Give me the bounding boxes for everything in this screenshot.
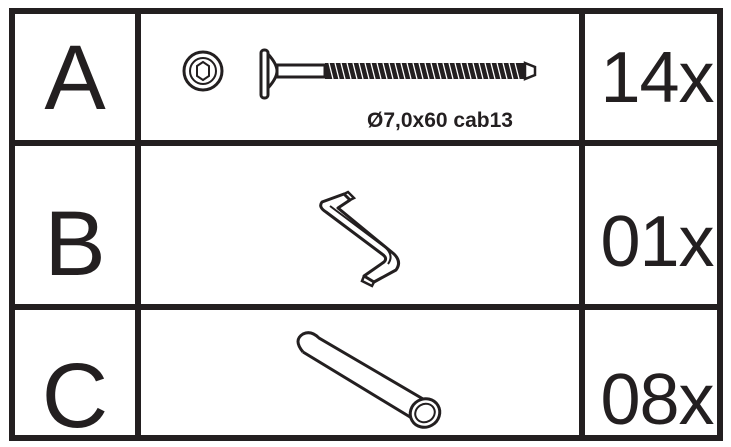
allen-key-icon [319,190,401,288]
quantity-a: 14x [600,38,714,118]
column-divider [579,14,585,435]
parts-table: A 14x Ø7,0x60 cab13 B 01x [9,8,723,447]
part-letter-a: A [44,27,106,129]
part-spec-a: Ø7,0x60 cab13 [367,109,513,132]
quantity-c: 08x [600,360,714,440]
row-divider [15,304,717,310]
part-letter-c: C [41,345,109,447]
quantity-b: 01x [600,202,714,282]
part-letter-b: B [44,193,106,295]
wooden-dowel-icon [296,331,442,429]
column-divider [135,14,141,435]
row-divider [15,140,717,146]
connector-bolt-icon [182,48,537,100]
